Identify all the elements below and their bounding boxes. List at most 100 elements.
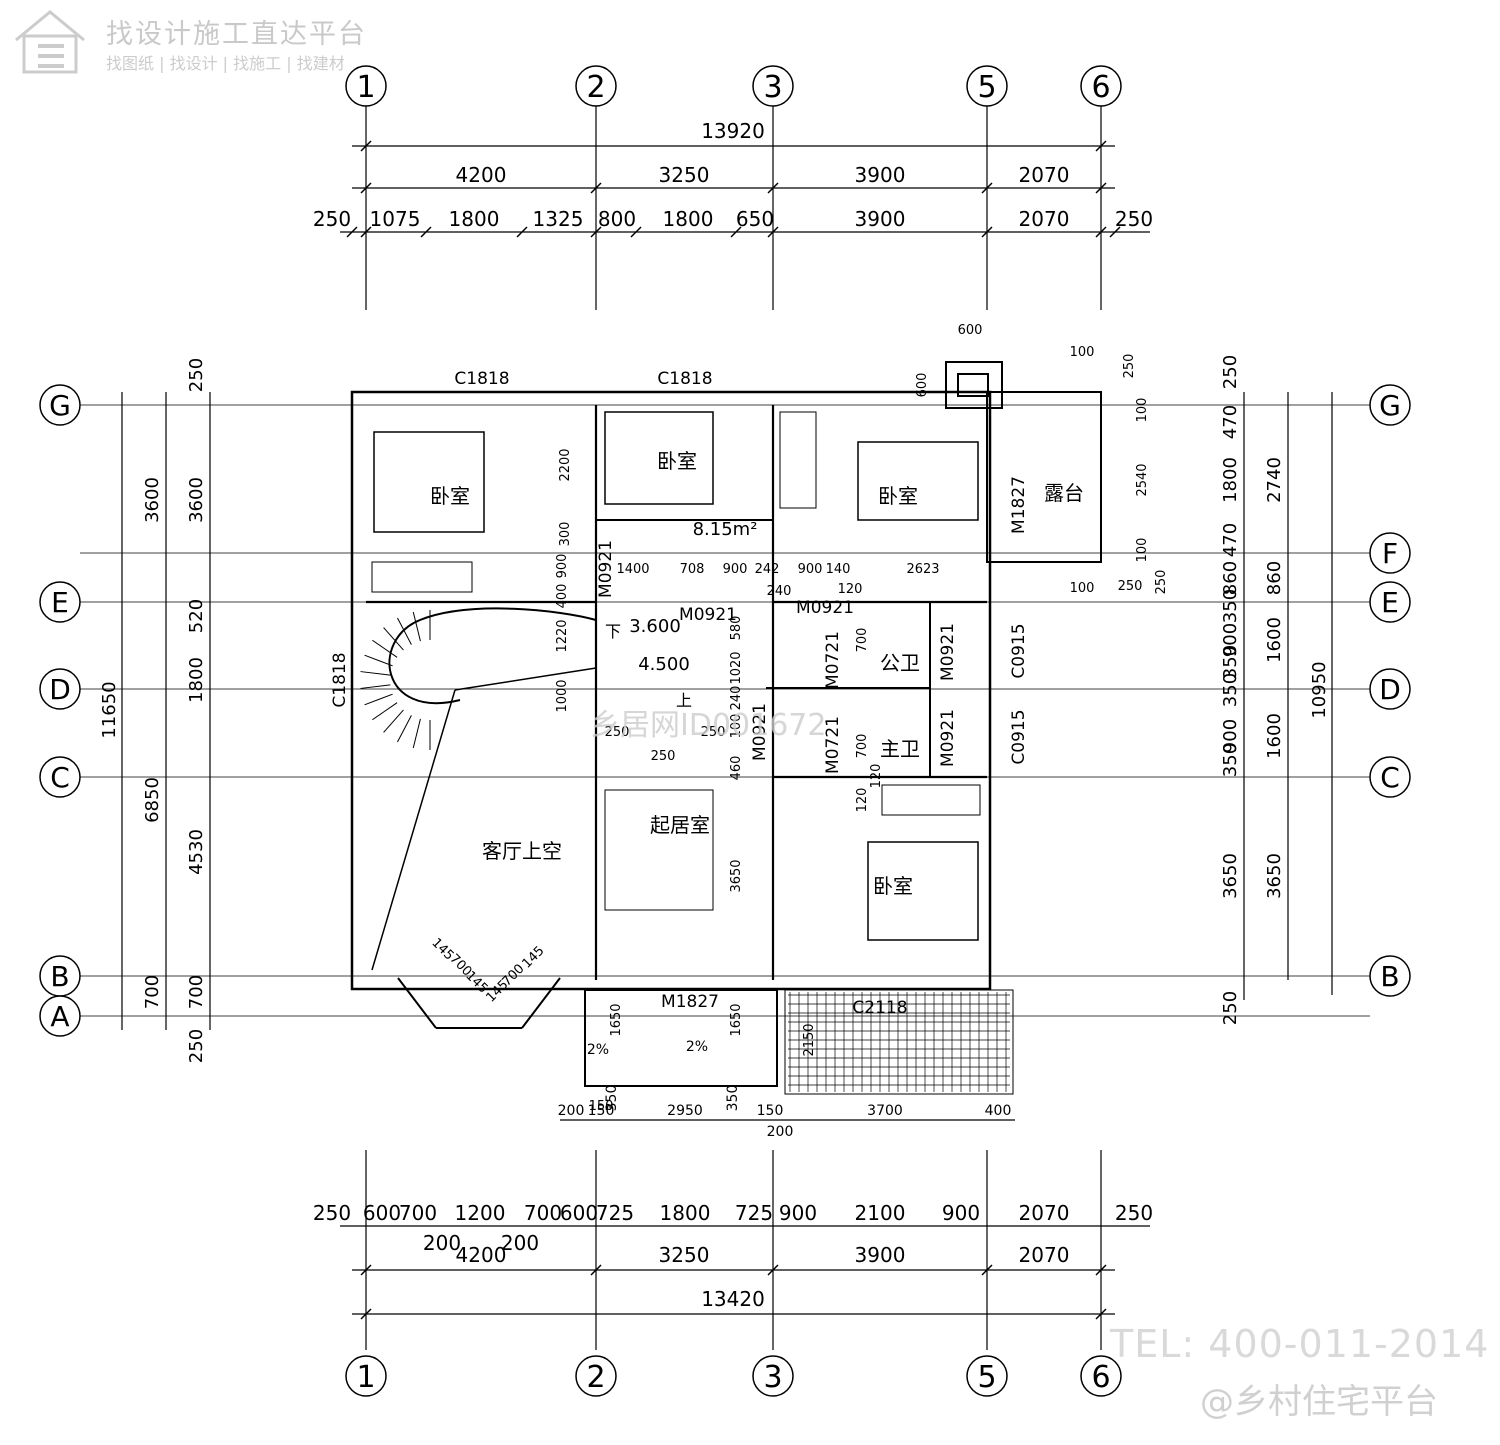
axis-bubble-bottom-1 — [345, 1355, 387, 1397]
dim-porch: 200 — [558, 1103, 585, 1119]
dim-left-outer: 11650 — [99, 681, 120, 738]
dim-top-row1: 4200 — [456, 163, 507, 187]
opening-label: M0721 — [823, 631, 843, 689]
axis-bubble-top-1 — [345, 65, 387, 107]
axis-label-top-2: 2 — [586, 70, 605, 105]
dim-left-inner: 700 — [186, 975, 207, 1009]
dimension-note: 1400 — [616, 562, 649, 577]
dimension-note: 1650 — [729, 1003, 744, 1036]
axis-bubble-right-F — [1369, 532, 1411, 574]
opening-label: M0721 — [823, 716, 843, 774]
dim-top-row2: 650 — [736, 207, 774, 231]
dim-top-row2: 800 — [598, 207, 636, 231]
dim-right-mid: 2740 — [1264, 457, 1285, 503]
dim-bottom-row1: 700 — [524, 1201, 562, 1225]
dim-top-row2: 2070 — [1019, 207, 1070, 231]
dimension-note: 242 — [755, 562, 780, 577]
axis-label-left-G: G — [49, 389, 71, 422]
elevation-label: 4.500 — [638, 654, 690, 675]
opening-label: M0921 — [938, 623, 958, 681]
axis-bubble-left-D — [39, 668, 81, 710]
axis-label-top-3: 3 — [763, 70, 782, 105]
dimension-note: 900 — [723, 562, 748, 577]
room-label-8: 主卫 — [880, 737, 920, 761]
dim-left-inner: 700 — [142, 975, 163, 1009]
dimension-note: 120 — [838, 582, 863, 597]
dimension-note: 250 — [651, 749, 676, 764]
dim-porch: 3700 — [867, 1103, 903, 1119]
dimension-note: 150 — [589, 1099, 614, 1114]
axis-bubble-right-E — [1369, 581, 1411, 623]
axis-label-left-A: A — [50, 1000, 69, 1033]
axis-bubble-right-C — [1369, 756, 1411, 798]
watermark-subtitle: 找图纸 | 找设计 | 找施工 | 找建材 — [106, 54, 345, 73]
dim-right-small: 100 — [1135, 538, 1150, 563]
dim-left-inner: 520 — [186, 599, 207, 633]
dimension-note: 700 — [855, 734, 870, 759]
dim-bottom-row1: 1200 — [455, 1201, 506, 1225]
dim-porch: 150 — [588, 1103, 615, 1119]
axis-label-right-B: B — [1380, 960, 1399, 993]
dim-bottom-row1: 725 — [596, 1201, 634, 1225]
dim-porch: 350 — [725, 1085, 741, 1112]
axis-label-left-C: C — [50, 761, 70, 794]
axis-bubble-top-2 — [575, 65, 617, 107]
dimension-note: 240 — [729, 686, 744, 711]
dim-top-row2: 1800 — [663, 207, 714, 231]
dim-right-inner: 250 — [1220, 355, 1241, 389]
axis-bubble-top-3 — [752, 65, 794, 107]
dimension-note: 120 — [869, 764, 884, 789]
dim-bottom-row2: 3900 — [855, 1243, 906, 1267]
opening-label: C1818 — [657, 369, 712, 389]
dim-right-mid: 860 — [1264, 561, 1285, 595]
opening-label: M0921 — [679, 605, 737, 625]
dim-top-row2: 1800 — [449, 207, 500, 231]
dim-right-inner: 1800 — [1220, 457, 1241, 503]
opening-label: C0915 — [1009, 709, 1029, 764]
opening-label: C1818 — [330, 652, 350, 707]
handle-watermark: @乡村住宅平台 — [1200, 1382, 1438, 1422]
axis-bubble-bottom-2 — [575, 1355, 617, 1397]
axis-label-top-1: 1 — [356, 70, 375, 105]
dimension-note: 1000 — [555, 679, 570, 712]
room-label-3: 卧室 — [873, 874, 913, 898]
dimension-note: 708 — [680, 562, 705, 577]
dim-bottom-row2: 3250 — [659, 1243, 710, 1267]
dimension-note: 250 — [605, 725, 630, 740]
dim-right-inner: 900 — [1220, 719, 1241, 753]
dim-left-mid: 6850 — [142, 777, 163, 823]
phone-watermark: TEL: 400-011-2014 — [1110, 1322, 1490, 1366]
dim-porch: 2950 — [667, 1103, 703, 1119]
dim-right-small: 250 — [1154, 570, 1169, 595]
watermark-title: 找设计施工直达平台 — [106, 19, 367, 50]
dim-right-inner: 350 — [1220, 743, 1241, 777]
dim-porch: 150 — [757, 1103, 784, 1119]
opening-label: M0921 — [796, 598, 854, 618]
dim-bottom-row1: 725 — [735, 1201, 773, 1225]
dim-bottom-row1: 1800 — [660, 1201, 711, 1225]
dimension-note: 460 — [729, 756, 744, 781]
dim-right-inner: 3650 — [1220, 853, 1241, 899]
dim-top-row1: 3250 — [659, 163, 710, 187]
axis-label-bottom-6: 6 — [1091, 1360, 1110, 1395]
dimension-note: 2150 — [802, 1023, 817, 1056]
room-label-6: 起居室 — [650, 813, 710, 837]
house-logo-icon — [15, 10, 85, 74]
dim-left-inner: 3600 — [186, 477, 207, 523]
dim-bottom-row1: 900 — [779, 1201, 817, 1225]
dim-right-small: 100 — [1135, 398, 1150, 423]
axis-label-top-6: 6 — [1091, 70, 1110, 105]
dim-right-inner: 900 — [1220, 623, 1241, 657]
dim-top-row2: 1325 — [533, 207, 584, 231]
dim-right-small: 250 — [1118, 579, 1143, 594]
dim-right-mid: 1600 — [1264, 713, 1285, 759]
dim-top-row1: 2070 — [1019, 163, 1070, 187]
room-area-label: 8.15m² — [693, 519, 758, 540]
dim-bottom-row1: 600 — [560, 1201, 598, 1225]
dim-left-inner: 250 — [186, 358, 207, 392]
axis-label-bottom-3: 3 — [763, 1360, 782, 1395]
dim-right-inner: 350 — [1220, 645, 1241, 679]
dim-bottom-row1b: 200 — [423, 1231, 461, 1255]
dim-porch: 400 — [985, 1103, 1012, 1119]
